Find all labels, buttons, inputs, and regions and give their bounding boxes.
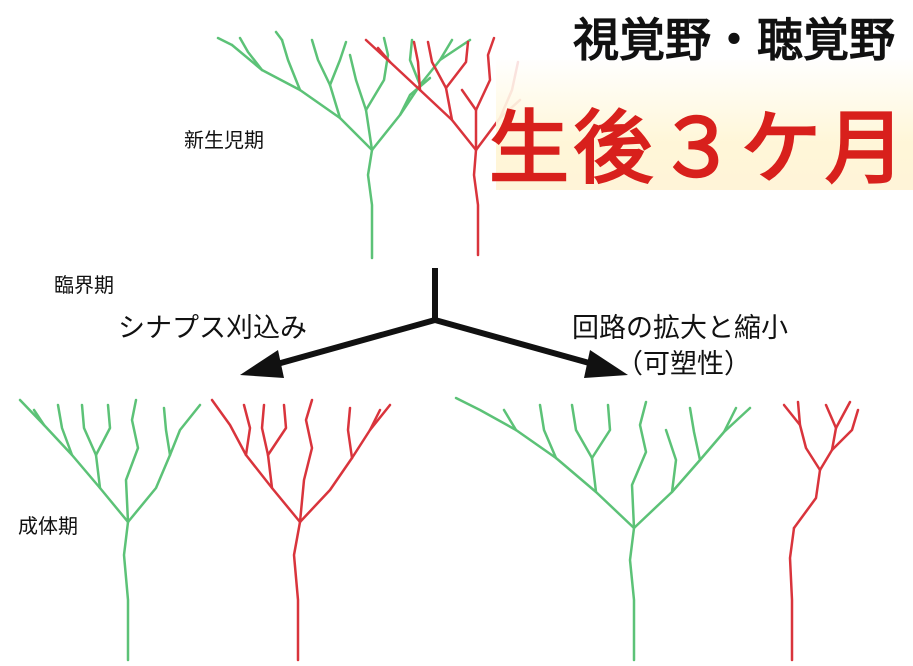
title-highlight: 生後３ケ月	[489, 102, 909, 195]
reduced-red-dendrite	[782, 400, 860, 662]
stage-label-adult: 成体期	[18, 514, 78, 538]
arrow-head-right	[584, 350, 628, 378]
pruned-green-dendrite	[18, 398, 202, 662]
stage-label-newborn: 新生児期	[184, 128, 264, 152]
process-label-plasticity: 回路の拡大と縮小	[572, 313, 788, 344]
process-label-plasticity-note: （可塑性）	[616, 349, 751, 380]
title-badge: 視覚野・聴覚野 生後３ケ月	[489, 0, 913, 195]
pruned-red-dendrite	[210, 398, 392, 662]
arrow-head-left	[240, 350, 284, 378]
branch-arrows	[240, 268, 628, 378]
title-main: 視覚野・聴覚野	[573, 13, 895, 67]
process-label-pruning: シナプス刈込み	[118, 313, 307, 344]
expanded-green-dendrite	[454, 396, 752, 662]
stage-label-critical: 臨界期	[54, 273, 114, 297]
